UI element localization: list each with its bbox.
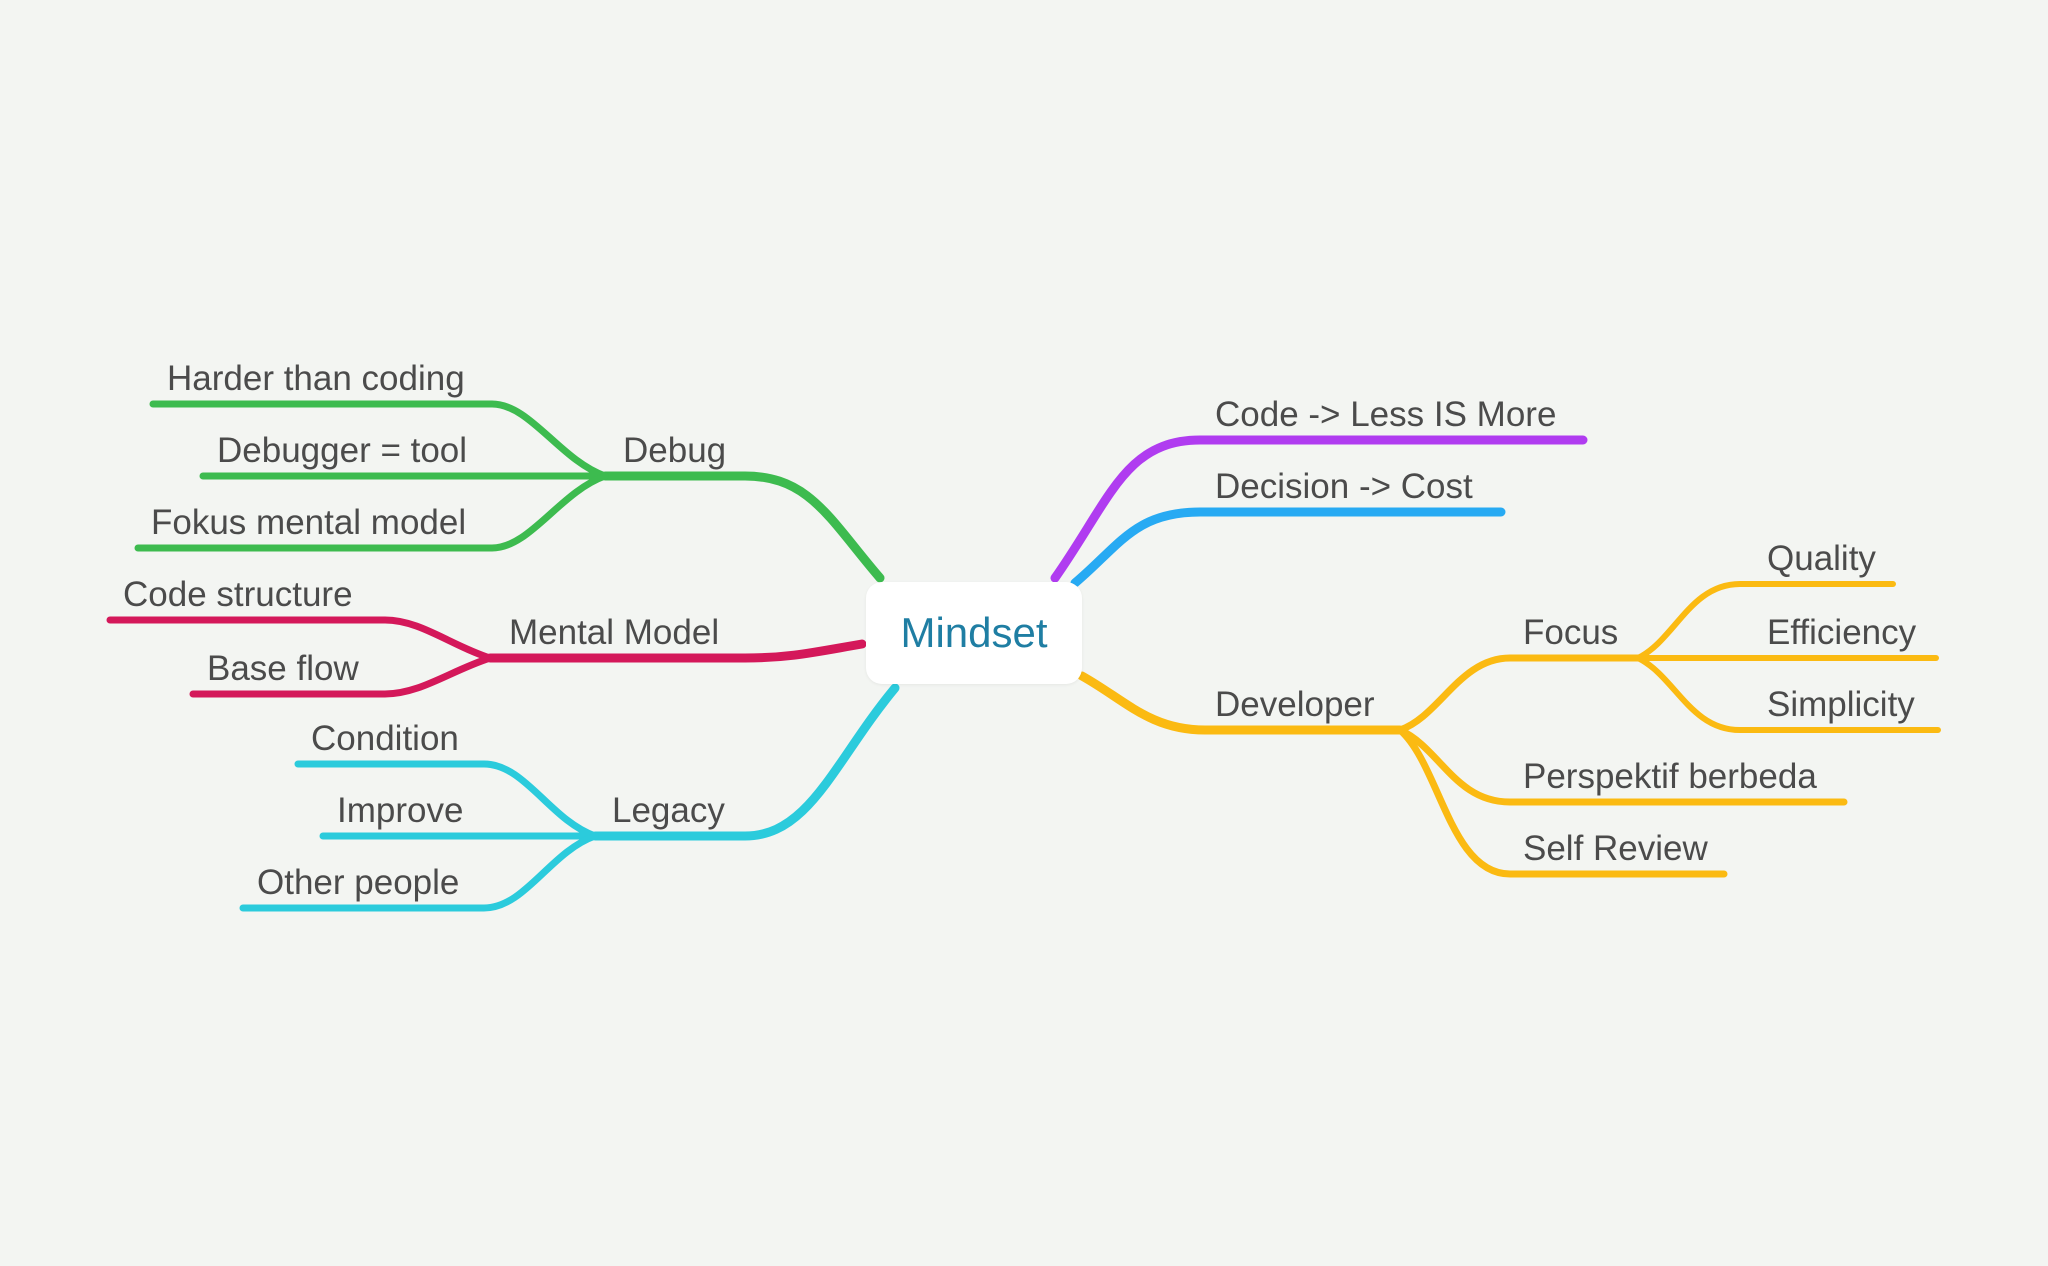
connector-developer-perspektif-berbeda (1396, 726, 1848, 806)
node-harder-than-coding[interactable]: Harder than coding (167, 359, 465, 398)
node-debugger-tool[interactable]: Debugger = tool (217, 431, 468, 470)
node-perspektif-berbeda[interactable]: Perspektif berbeda (1523, 757, 1817, 796)
connector-developer-focus (1396, 654, 1642, 734)
root-node[interactable] (866, 582, 1082, 684)
node-focus[interactable]: Focus (1523, 613, 1619, 652)
connector-root-debug (600, 471, 885, 583)
connector-mental-model-code-structure (106, 616, 494, 662)
node-developer[interactable]: Developer (1215, 685, 1375, 724)
debug-branch-lines (134, 400, 885, 583)
connector-root-legacy (590, 683, 900, 841)
node-mental-model[interactable]: Mental Model (509, 613, 720, 652)
connector-debug-fokus-mental-model (134, 472, 609, 552)
connector-focus-quality (1635, 581, 1896, 661)
node-improve[interactable]: Improve (337, 791, 464, 830)
node-code-structure[interactable]: Code structure (123, 575, 353, 614)
connector-legacy-condition (294, 760, 599, 840)
connector-debug-harder-than-coding (149, 400, 609, 480)
node-efficiency[interactable]: Efficiency (1767, 613, 1917, 652)
node-quality[interactable]: Quality (1767, 539, 1876, 578)
code-branch-lines (1050, 435, 1588, 583)
node-debug[interactable]: Debug (623, 431, 727, 470)
node-legacy[interactable]: Legacy (612, 791, 725, 830)
connector-legacy-other-people (239, 832, 599, 912)
node-other-people[interactable]: Other people (257, 863, 460, 902)
decision-branch-lines (1070, 507, 1506, 588)
mental-model-branch-lines (106, 616, 867, 698)
node-self-review[interactable]: Self Review (1523, 829, 1708, 868)
node-condition[interactable]: Condition (311, 719, 459, 758)
node-code-less-is-more[interactable]: Code -> Less IS More (1215, 395, 1557, 434)
connector-root-mental-model (485, 639, 867, 663)
connector-root-code (1050, 435, 1588, 583)
connector-mental-model-base-flow (189, 654, 494, 698)
node-decision-cost[interactable]: Decision -> Cost (1215, 467, 1473, 506)
root-node-label: Mindset (900, 609, 1048, 656)
developer-branch-lines (1077, 581, 1941, 878)
connector-root-developer (1077, 671, 1405, 735)
connector-root-decision (1070, 507, 1506, 588)
node-fokus-mental-model[interactable]: Fokus mental model (151, 503, 467, 542)
connector-focus-simplicity (1635, 655, 1941, 733)
connector-developer-self-review (1396, 726, 1728, 878)
node-base-flow[interactable]: Base flow (207, 649, 359, 688)
node-simplicity[interactable]: Simplicity (1767, 685, 1915, 724)
legacy-branch-lines (239, 683, 900, 912)
